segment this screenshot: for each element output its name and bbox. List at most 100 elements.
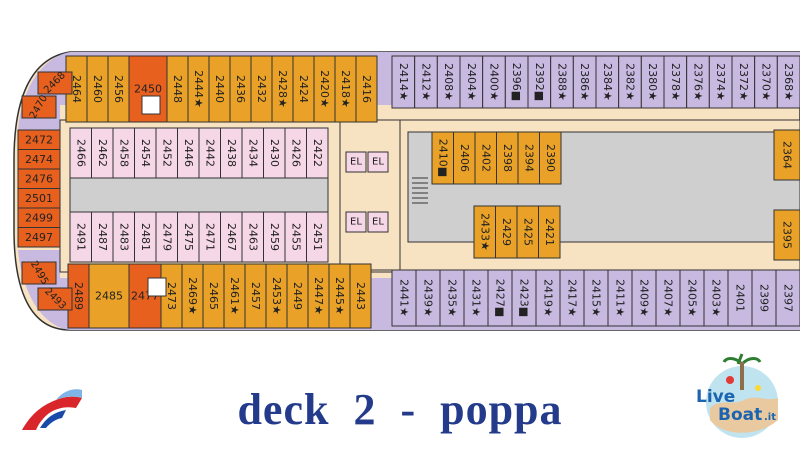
cabin[interactable]: 2378★ — [663, 55, 688, 109]
cabin[interactable]: 2441★ — [391, 269, 417, 327]
cabin[interactable]: 2384★ — [595, 55, 620, 109]
cabin[interactable]: 2426 — [284, 127, 307, 179]
cabin[interactable]: 2476 — [17, 168, 61, 189]
cabin[interactable]: 2374★ — [708, 55, 733, 109]
cabin[interactable]: 2421 — [538, 205, 561, 259]
cabin[interactable]: 2454 — [134, 127, 157, 179]
cabin[interactable]: 2458 — [112, 127, 135, 179]
cabin[interactable]: 2445★ — [328, 263, 351, 329]
cabin[interactable]: 2408★ — [436, 55, 461, 109]
cabin[interactable]: 2410■ — [431, 131, 454, 185]
cabin[interactable]: 2447★ — [307, 263, 330, 329]
cabin[interactable]: 2414★ — [391, 55, 416, 109]
cabin[interactable]: 2481 — [134, 211, 157, 263]
cabin[interactable]: 2438 — [220, 127, 243, 179]
cabin[interactable]: 2372★ — [731, 55, 756, 109]
cabin[interactable]: 2453★ — [265, 263, 288, 329]
cabin[interactable]: 2417★ — [559, 269, 585, 327]
cabin[interactable]: 2442 — [198, 127, 221, 179]
cabin[interactable]: 2395 — [773, 209, 800, 261]
cabin[interactable]: 2483 — [112, 211, 135, 263]
cabin[interactable]: 2455 — [284, 211, 307, 263]
cabin[interactable]: 2380★ — [640, 55, 665, 109]
cabin[interactable]: 2364 — [773, 129, 800, 181]
cabin[interactable]: 2423■ — [511, 269, 537, 327]
cabin[interactable]: 2415★ — [583, 269, 609, 327]
cabin[interactable]: 2429 — [495, 205, 518, 259]
cabin[interactable]: 2466 — [69, 127, 92, 179]
cabin[interactable]: 2459 — [263, 211, 286, 263]
cabin[interactable]: 2439★ — [415, 269, 441, 327]
cabin[interactable]: 2435★ — [439, 269, 465, 327]
cabin[interactable]: 2386★ — [572, 55, 597, 109]
cabin[interactable]: 2499 — [17, 207, 61, 228]
cabin[interactable]: 2427■ — [487, 269, 513, 327]
cabin[interactable]: 2392■ — [527, 55, 552, 109]
cabin[interactable]: 2402 — [474, 131, 497, 185]
cabin[interactable]: 2443 — [349, 263, 372, 329]
cabin[interactable]: 2470 — [21, 93, 57, 121]
cabin[interactable]: 2474 — [17, 149, 61, 170]
cabin[interactable]: 2463 — [241, 211, 264, 263]
cabin[interactable]: 2368★ — [776, 55, 800, 109]
cabin[interactable]: 2436 — [229, 55, 252, 123]
cabin[interactable]: 2444★ — [187, 55, 210, 123]
cabin[interactable]: 2452 — [155, 127, 178, 179]
cabin[interactable]: 2418★ — [334, 55, 357, 123]
cabin[interactable]: 2390 — [539, 131, 562, 185]
cabin[interactable]: 2446 — [177, 127, 200, 179]
cabin[interactable]: 2409★ — [631, 269, 657, 327]
cabin[interactable]: 2376★ — [686, 55, 710, 109]
cabin[interactable]: 2411★ — [607, 269, 633, 327]
cabin[interactable]: 2434 — [241, 127, 264, 179]
cabin[interactable]: 2456 — [107, 55, 130, 123]
cabin[interactable]: 2433★ — [473, 205, 496, 259]
cabin[interactable]: 2428★ — [271, 55, 294, 123]
cabin[interactable]: 2451 — [306, 211, 329, 263]
cabin[interactable]: 2401 — [727, 269, 753, 327]
cabin[interactable]: 2412★ — [414, 55, 438, 109]
cabin[interactable]: 2495 — [21, 259, 57, 287]
cabin[interactable]: 2404★ — [459, 55, 484, 109]
cabin[interactable]: 2407★ — [655, 269, 681, 327]
cabin[interactable]: 2388★ — [550, 55, 574, 109]
cabin[interactable]: 2400★ — [482, 55, 506, 109]
cabin[interactable]: 2419★ — [535, 269, 561, 327]
cabin[interactable]: 2493 — [37, 286, 73, 312]
cabin[interactable]: 2491 — [69, 211, 92, 263]
cabin[interactable]: 2394 — [517, 131, 540, 185]
cabin[interactable]: 2472 — [17, 129, 61, 150]
cabin[interactable]: 2396■ — [504, 55, 529, 109]
cabin[interactable]: 2424 — [292, 55, 315, 123]
cabin[interactable]: 2457 — [244, 263, 267, 329]
cabin[interactable]: 2467 — [220, 211, 243, 263]
cabin[interactable]: 2405★ — [679, 269, 705, 327]
cabin[interactable]: 2431★ — [463, 269, 489, 327]
cabin[interactable]: 2448 — [166, 55, 189, 123]
cabin[interactable]: 2465 — [202, 263, 225, 329]
cabin[interactable]: 2449 — [286, 263, 309, 329]
cabin[interactable]: 2479 — [155, 211, 178, 263]
cabin[interactable]: 2432 — [250, 55, 273, 123]
cabin[interactable]: 2416 — [355, 55, 378, 123]
cabin[interactable]: 2440 — [208, 55, 231, 123]
cabin[interactable]: 2420★ — [313, 55, 336, 123]
cabin[interactable]: 2469★ — [181, 263, 204, 329]
cabin[interactable]: 2468 — [37, 70, 73, 96]
cabin[interactable]: 2422 — [306, 127, 329, 179]
cabin[interactable]: 2382★ — [618, 55, 642, 109]
cabin[interactable]: 2425 — [516, 205, 539, 259]
cabin[interactable]: 2399 — [751, 269, 777, 327]
cabin[interactable]: 2370★ — [754, 55, 778, 109]
cabin[interactable]: 2487 — [91, 211, 114, 263]
cabin[interactable]: 2462 — [91, 127, 114, 179]
cabin[interactable]: 2397 — [775, 269, 800, 327]
cabin[interactable]: 2398 — [496, 131, 519, 185]
cabin[interactable]: 2485 — [88, 263, 130, 329]
cabin[interactable]: 2406 — [453, 131, 476, 185]
cabin[interactable]: 2461★ — [223, 263, 246, 329]
cabin[interactable]: 2497 — [17, 227, 61, 248]
cabin[interactable]: 2403★ — [703, 269, 729, 327]
cabin[interactable]: 2430 — [263, 127, 286, 179]
cabin[interactable]: 2471 — [198, 211, 221, 263]
